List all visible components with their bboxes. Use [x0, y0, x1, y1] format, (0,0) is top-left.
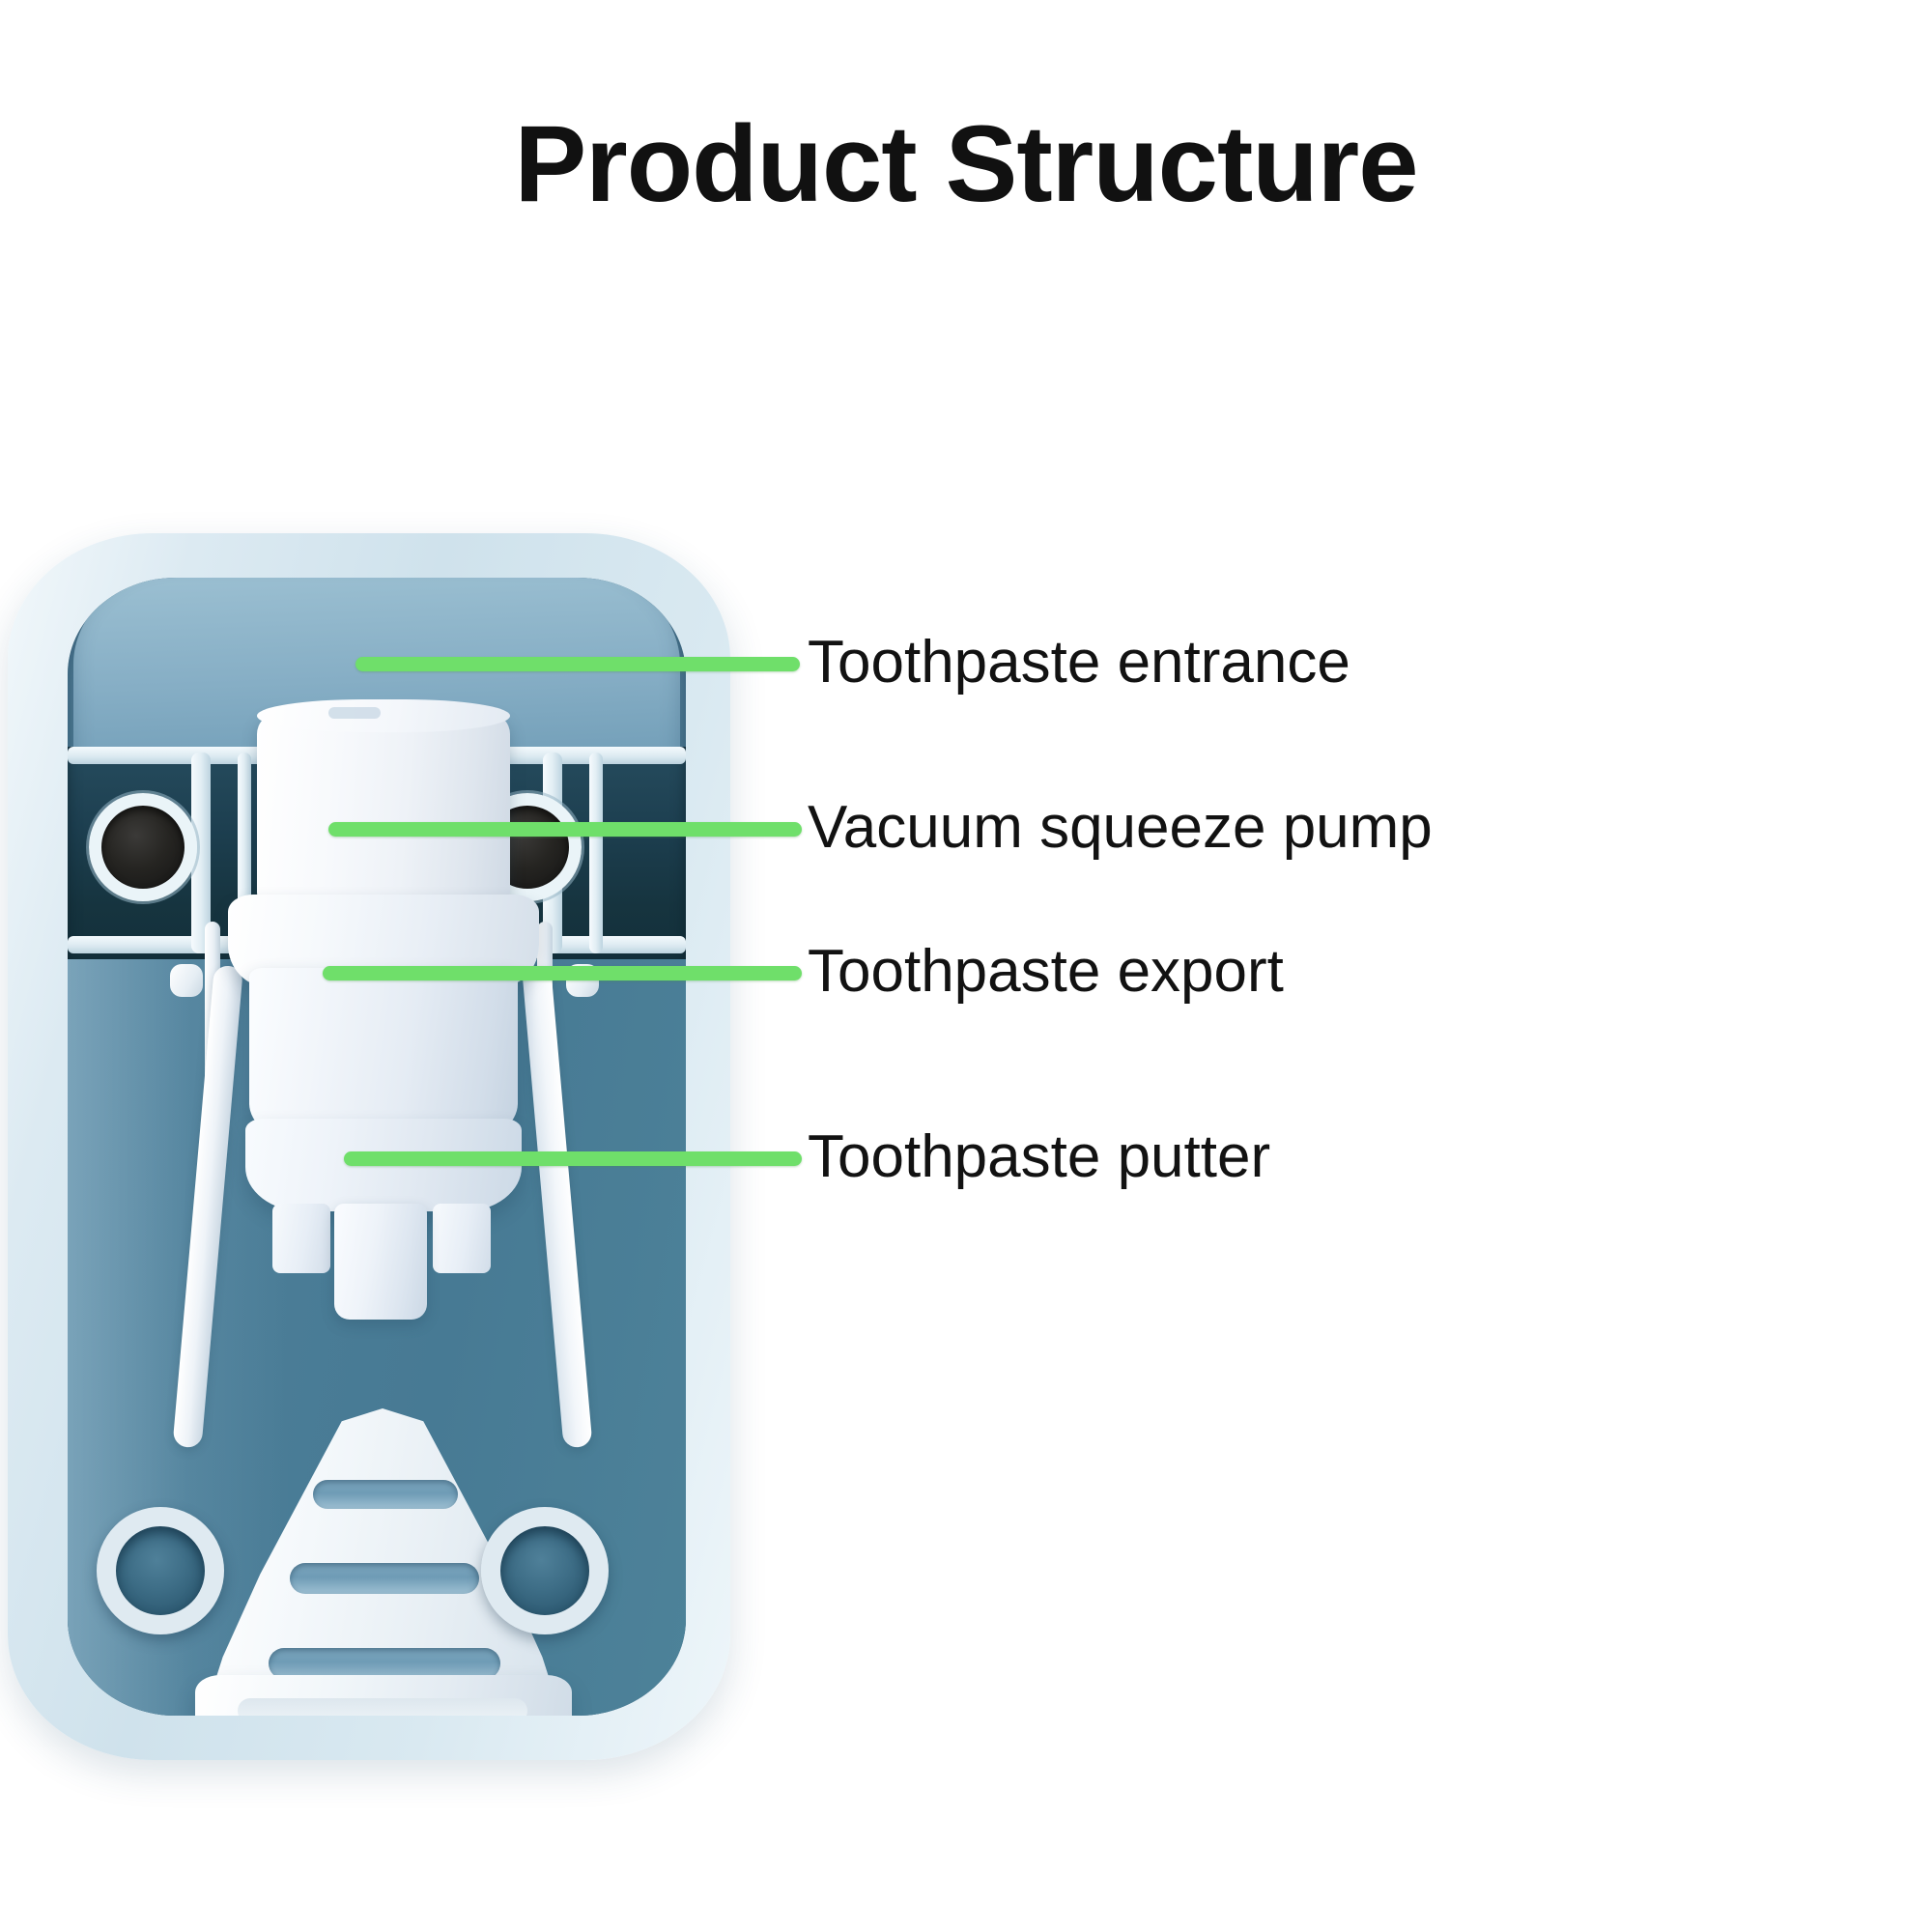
leader-line-toothpaste-entrance	[355, 657, 800, 671]
callout-label-toothpaste-entrance: Toothpaste entrance	[808, 629, 1350, 696]
entrance-rim	[257, 699, 510, 732]
callout-label-toothpaste-putter: Toothpaste putter	[808, 1123, 1271, 1190]
paddle-slot-2	[290, 1563, 479, 1594]
product-outer-shell	[8, 533, 730, 1760]
vacuum-squeeze-pump-body	[249, 968, 518, 1142]
toothpaste-export-nozzle	[334, 1204, 427, 1320]
mounting-screw-post-bottom-right	[481, 1507, 609, 1634]
paddle-slot-3	[269, 1648, 500, 1679]
paddle-slot-1	[313, 1480, 458, 1509]
product-illustration	[0, 533, 734, 1760]
leader-line-toothpaste-putter	[344, 1151, 802, 1166]
bracket-rib-left	[191, 753, 211, 953]
product-inner-cavity	[68, 578, 686, 1716]
pump-foot-right	[433, 1204, 491, 1273]
leader-line-toothpaste-export	[323, 966, 802, 980]
page-title: Product Structure	[514, 103, 1418, 224]
callout-label-toothpaste-export: Toothpaste export	[808, 938, 1284, 1005]
putter-nub-left	[170, 964, 203, 997]
entrance-notch	[328, 707, 381, 719]
callout-label-vacuum-squeeze-pump: Vacuum squeeze pump	[808, 794, 1433, 861]
pump-foot-left	[272, 1204, 330, 1273]
putter-base-groove	[238, 1698, 527, 1716]
leader-line-vacuum-squeeze-pump	[328, 822, 802, 837]
mounting-screw-hole-top-left	[89, 793, 197, 901]
toothpaste-entrance-cylinder	[257, 699, 510, 906]
bracket-rib-right-inner	[589, 753, 603, 953]
mounting-screw-post-bottom-left	[97, 1507, 224, 1634]
